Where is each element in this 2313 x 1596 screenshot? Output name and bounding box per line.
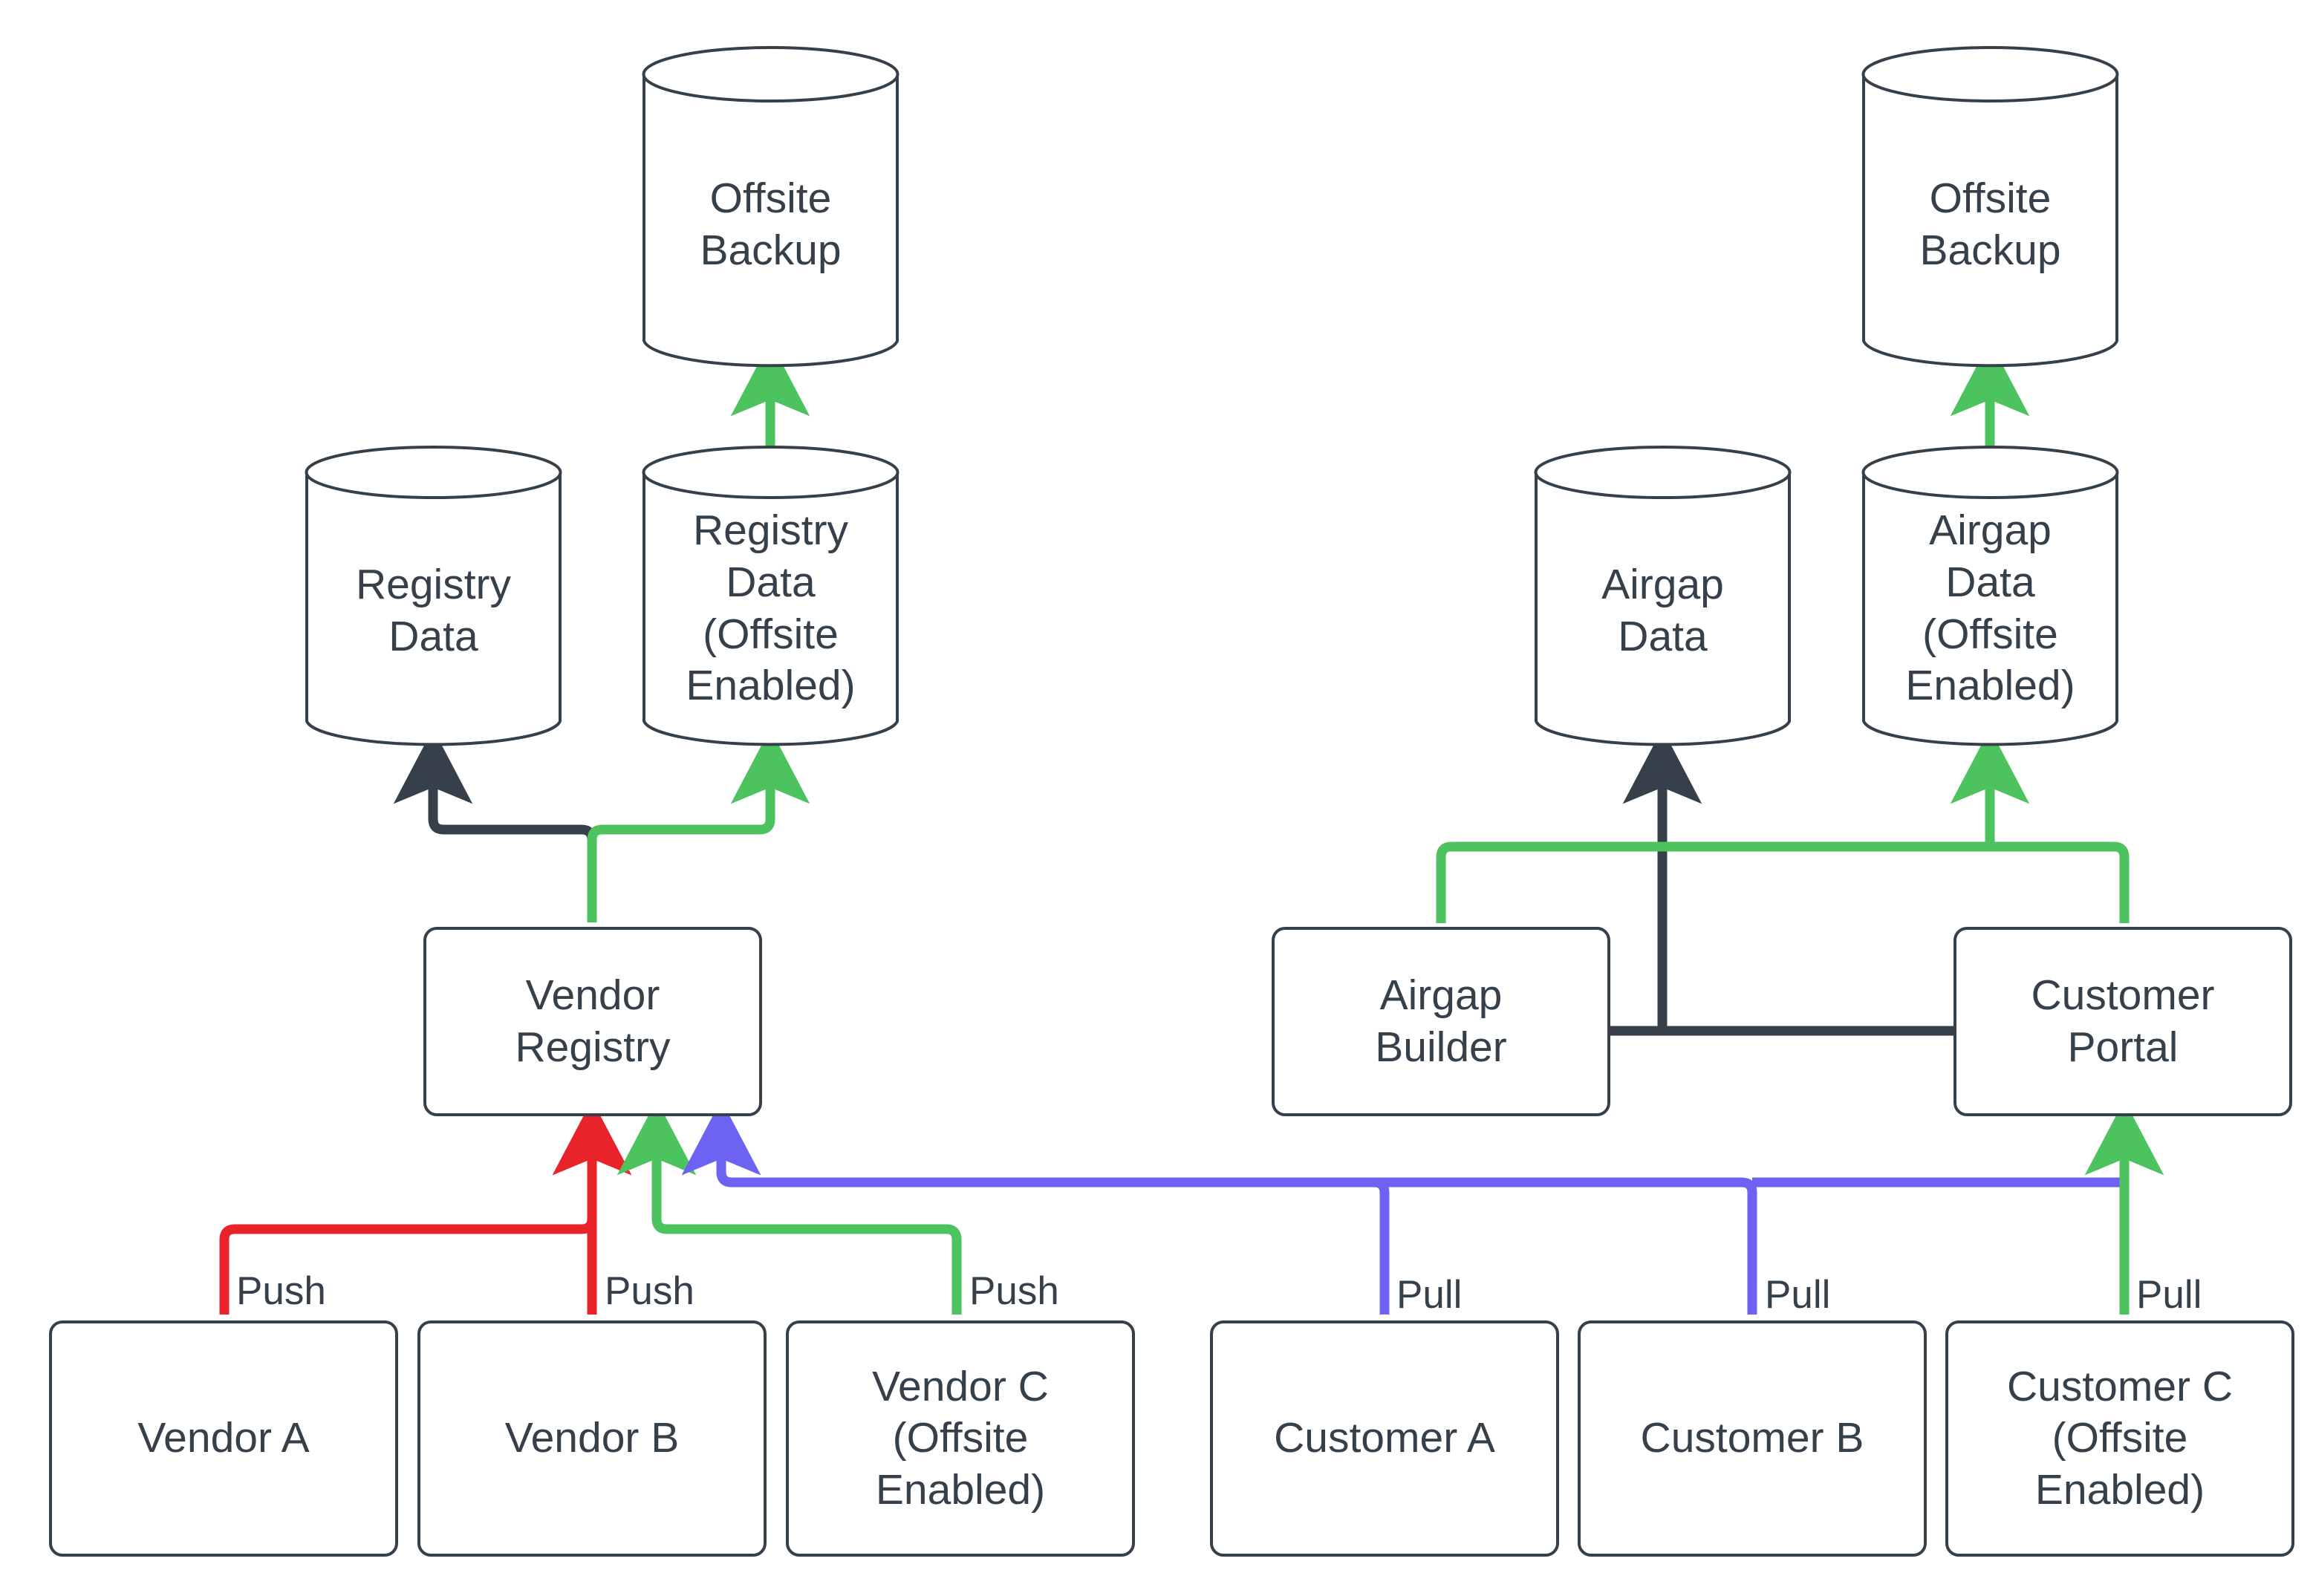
- edge-label-push-b: Push: [605, 1269, 694, 1313]
- node-label: Offsite Backup: [1919, 174, 2061, 274]
- node-vendor-registry[interactable]: Vendor Registry: [423, 927, 762, 1116]
- node-customer-a[interactable]: Customer A: [1210, 1320, 1559, 1557]
- cylinder-shape: [305, 446, 562, 746]
- edge-label-pull-a: Pull: [1396, 1273, 1463, 1317]
- cylinder-shape: [1861, 46, 2119, 368]
- node-label: Vendor A: [137, 1414, 310, 1462]
- node-label: Customer A: [1274, 1414, 1495, 1462]
- node-label: Vendor Registry: [515, 971, 671, 1071]
- cylinder-shape: [642, 46, 900, 368]
- node-label: Registry Data (Offsite Enabled): [686, 507, 856, 710]
- edge-vendor-c-push: [617, 1099, 962, 1315]
- edge-label-pull-c: Pull: [2136, 1273, 2202, 1317]
- node-offsite-backup-left[interactable]: Offsite Backup: [642, 46, 900, 369]
- cylinder-shape: [1534, 446, 1792, 746]
- edge-label-pull-b: Pull: [1765, 1273, 1831, 1317]
- node-label: Vendor B: [504, 1414, 680, 1462]
- edge-vendor-registry-to-registry-data: [393, 728, 597, 922]
- cylinder-shape: [1861, 446, 2119, 746]
- node-vendor-a[interactable]: Vendor A: [49, 1320, 398, 1557]
- node-label: Customer Portal: [2031, 971, 2215, 1071]
- node-customer-b[interactable]: Customer B: [1578, 1320, 1927, 1557]
- node-airgap-data-offsite[interactable]: Airgap Data (Offsite Enabled): [1861, 446, 2119, 748]
- edge-label-push-a: Push: [236, 1269, 326, 1313]
- node-airgap-data[interactable]: Airgap Data: [1534, 446, 1792, 748]
- edge-green-bus-right: [1436, 841, 2130, 923]
- node-vendor-c[interactable]: Vendor C (Offsite Enabled): [786, 1320, 1135, 1557]
- node-label: Airgap Data (Offsite Enabled): [1905, 507, 2075, 710]
- node-registry-data[interactable]: Registry Data: [305, 446, 562, 748]
- node-customer-c[interactable]: Customer C (Offsite Enabled): [1945, 1320, 2294, 1557]
- node-label: Offsite Backup: [700, 174, 842, 274]
- node-vendor-b[interactable]: Vendor B: [417, 1320, 767, 1557]
- node-registry-data-offsite[interactable]: Registry Data (Offsite Enabled): [642, 446, 900, 748]
- edge-customer-b-pull: [681, 1099, 1757, 1315]
- node-label: Vendor C (Offsite Enabled): [872, 1362, 1049, 1514]
- node-label: Customer B: [1640, 1414, 1864, 1462]
- node-label: Customer C (Offsite Enabled): [2006, 1362, 2234, 1514]
- node-label: Airgap Builder: [1375, 971, 1507, 1071]
- edge-vendor-registry-to-registry-data-offsite: [587, 728, 810, 922]
- edge-label-push-c: Push: [969, 1269, 1059, 1313]
- node-label: Airgap Data: [1601, 560, 1724, 660]
- node-airgap-builder[interactable]: Airgap Builder: [1272, 927, 1610, 1116]
- node-customer-portal[interactable]: Customer Portal: [1953, 927, 2292, 1116]
- node-label: Registry Data: [355, 560, 512, 660]
- cylinder-shape: [642, 446, 900, 746]
- node-offsite-backup-right[interactable]: Offsite Backup: [1861, 46, 2119, 369]
